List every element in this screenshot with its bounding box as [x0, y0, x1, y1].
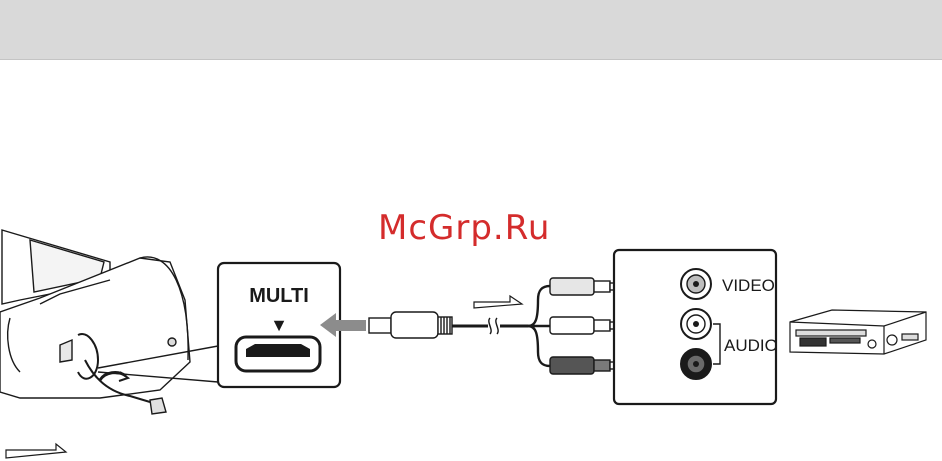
av-cable-plug [369, 312, 452, 338]
vcr-icon [790, 310, 926, 354]
camcorder-icon [0, 230, 190, 414]
audio-port-label: AUDIO [724, 336, 778, 355]
legend-signal-flow-arrow-icon [6, 444, 66, 458]
down-triangle-icon: ▼ [270, 315, 288, 335]
signal-flow-arrow-icon [474, 296, 522, 308]
video-jack [681, 269, 711, 299]
av-cable [452, 286, 550, 366]
multi-port-label: MULTI [249, 285, 309, 307]
audio-jack-red [681, 349, 711, 379]
video-port-label: VIDEO [722, 276, 775, 295]
audio-jack-white [681, 309, 711, 339]
